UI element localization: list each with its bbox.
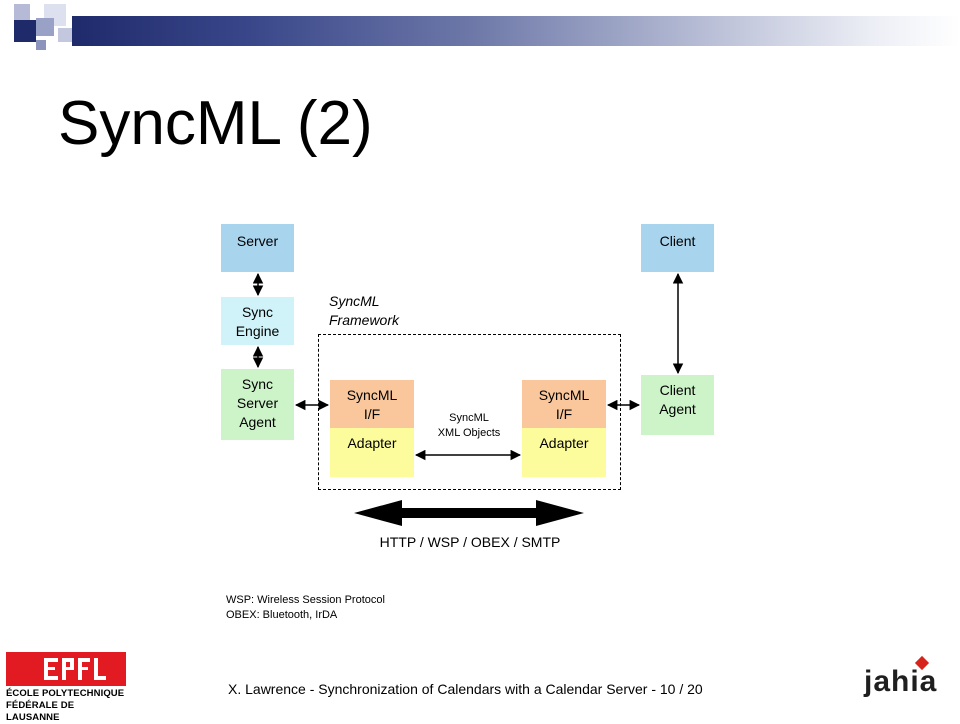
server-label: Server — [236, 233, 279, 249]
server-box: Server — [221, 224, 294, 272]
jahia-logo: jahia — [864, 655, 954, 706]
epfl-letters — [44, 658, 106, 680]
title-bar-decoration — [0, 0, 960, 50]
syncml-if-right-label: SyncML I/F — [538, 387, 590, 422]
adapter-left-label: Adapter — [347, 435, 397, 451]
epfl-text: ÉCOLE POLYTECHNIQUE FÉDÉRALE DE LAUSANNE — [6, 688, 128, 724]
slide-footer: X. Lawrence - Synchronization of Calenda… — [228, 681, 703, 697]
client-agent-box: Client Agent — [641, 375, 714, 435]
deco-square — [36, 40, 46, 50]
sync-engine-box: Sync Engine — [221, 297, 294, 345]
client-box: Client — [641, 224, 714, 272]
client-label: Client — [659, 233, 696, 249]
framework-label: SyncML Framework — [329, 293, 400, 328]
deco-square — [36, 18, 54, 36]
syncml-if-left-label: SyncML I/F — [346, 387, 398, 422]
xml-objects-label: SyncML XML Objects — [437, 412, 501, 439]
adapter-right-label: Adapter — [539, 435, 589, 451]
deco-square — [58, 28, 72, 42]
syncml-framework-boundary — [318, 334, 621, 490]
sync-server-agent-label: Sync Server Agent — [236, 376, 279, 430]
epfl-mark — [6, 652, 126, 686]
gradient-bar — [72, 16, 960, 46]
sync-engine-label: Sync Engine — [235, 304, 280, 339]
adapter-left-box: Adapter — [330, 428, 414, 477]
deco-square — [14, 4, 30, 20]
epfl-line-1: ÉCOLE POLYTECHNIQUE — [6, 688, 125, 699]
note-wsp: WSP: Wireless Session Protocol — [226, 594, 385, 606]
notes: WSP: Wireless Session Protocol OBEX: Blu… — [226, 593, 385, 623]
epfl-logo: ÉCOLE POLYTECHNIQUE FÉDÉRALE DE LAUSANNE — [6, 652, 126, 723]
syncml-if-right-box: SyncML I/F — [522, 380, 606, 428]
sync-server-agent-box: Sync Server Agent — [221, 369, 294, 440]
epfl-line-2: FÉDÉRALE DE LAUSANNE — [6, 700, 75, 723]
transport-double-arrow — [354, 500, 584, 526]
note-obex: OBEX: Bluetooth, IrDA — [226, 609, 338, 621]
slide-title: SyncML (2) — [58, 89, 373, 158]
client-agent-label: Client Agent — [659, 382, 696, 417]
transport-label: HTTP / WSP / OBEX / SMTP — [379, 534, 561, 550]
deco-square — [14, 20, 36, 42]
jahia-wordmark: jahia — [864, 665, 938, 698]
adapter-right-box: Adapter — [522, 428, 606, 477]
syncml-if-left-box: SyncML I/F — [330, 380, 414, 428]
